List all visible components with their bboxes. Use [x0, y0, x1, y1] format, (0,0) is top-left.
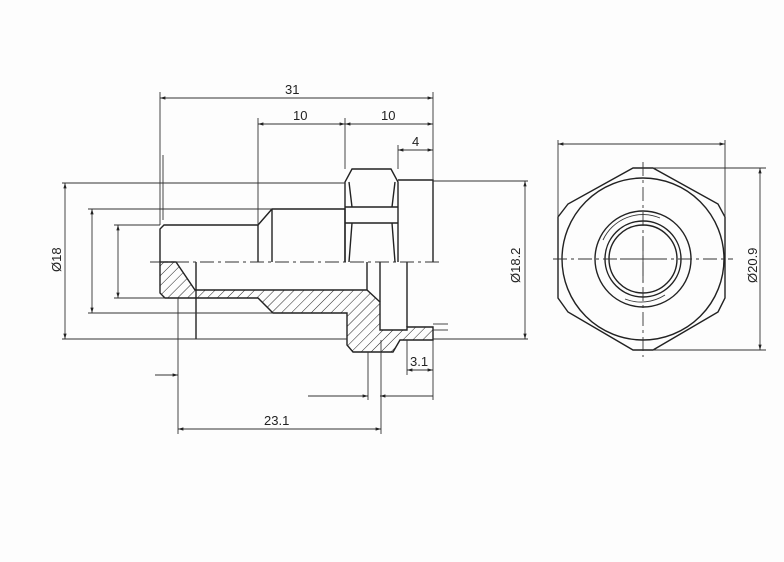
thread-arc	[602, 214, 666, 303]
dim-label-d18: Ø18	[49, 247, 64, 272]
dim-label-31: 31	[285, 82, 299, 97]
flange-outline	[398, 179, 434, 262]
extension-lines	[62, 92, 528, 434]
dim-label-d18-2: Ø18.2	[508, 248, 523, 283]
shaft-outline	[159, 208, 346, 262]
dim-label-4: 4	[412, 134, 419, 149]
dim-label-10-left: 10	[293, 108, 307, 123]
dim-label-23-1: 23.1	[264, 413, 289, 428]
dim-label-10-right: 10	[381, 108, 395, 123]
dim-label-3-1: 3.1	[410, 354, 428, 369]
section-hatch	[159, 261, 434, 353]
side-view: 31 10 10 4 Ø18 23.1 3.1 Ø18.2	[49, 82, 528, 434]
hex-nut-outline	[344, 168, 399, 263]
end-view: Ø20.9	[553, 140, 766, 357]
dim-label-d20-9: Ø20.9	[745, 248, 760, 283]
